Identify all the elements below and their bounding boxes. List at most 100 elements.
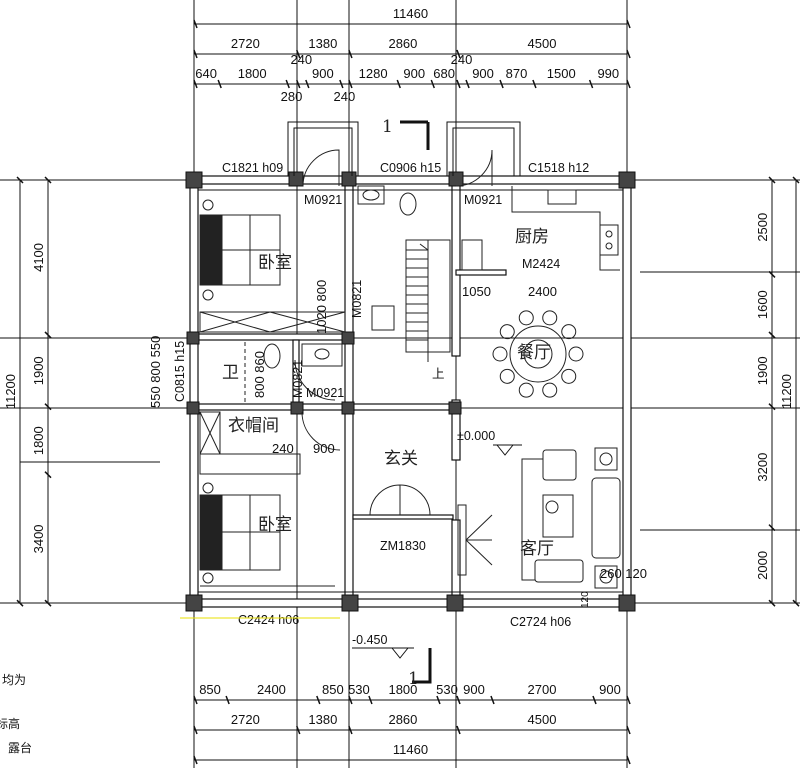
- furniture: [199, 185, 621, 589]
- dimension-tick: [465, 79, 470, 89]
- room-labels: 卧室 卧室 厨房 餐厅 卫 衣帽间 玄关 客厅: [222, 227, 554, 559]
- dimension-value: 4500: [528, 712, 557, 727]
- dining-chair: [561, 324, 577, 340]
- dimension-value: 2860: [388, 36, 417, 51]
- dimension-tick: [193, 725, 198, 735]
- dimension-tick: [193, 755, 198, 765]
- dimension-value: 1800: [31, 426, 46, 455]
- section-mark-top: 1: [382, 117, 393, 137]
- dimension-value: 850: [322, 682, 344, 697]
- dimension-tick: [592, 695, 597, 705]
- room-foyer: 玄关: [384, 449, 418, 469]
- dimension-tick: [768, 599, 776, 607]
- label-260-120: 260 120: [600, 566, 647, 581]
- dimension-value: 2700: [528, 682, 557, 697]
- room-living: 客厅: [520, 539, 554, 559]
- dining-chair: [542, 382, 558, 398]
- dimension-value: 1800: [388, 682, 417, 697]
- dimension-value: 530: [348, 682, 370, 697]
- label-m0821-a: M0821: [350, 280, 364, 318]
- dimension-value: 4100: [31, 243, 46, 272]
- label-c1821: C1821 h09: [222, 161, 283, 175]
- dimension-value: 1800: [238, 66, 267, 81]
- dimension-tick: [193, 19, 198, 29]
- dimension-value: 1380: [308, 712, 337, 727]
- note-line-2: 标高: [0, 716, 20, 731]
- dimension-tick: [368, 695, 373, 705]
- room-bedroom-bottom: 卧室: [258, 515, 292, 535]
- dimension-value: 1280: [359, 66, 388, 81]
- label-m0821-b: M0821: [291, 360, 305, 398]
- dimension-tick: [456, 49, 461, 59]
- room-kitchen: 厨房: [515, 227, 549, 247]
- level-0000: ±0.000: [457, 429, 495, 443]
- stair-up-label: 上: [432, 367, 445, 381]
- dining-chair: [568, 346, 584, 362]
- label-800-860: 800 860: [252, 351, 267, 398]
- dimension-value: 530: [436, 682, 458, 697]
- label-120: 120: [580, 591, 591, 608]
- room-bathroom: 卫: [222, 363, 239, 383]
- dimension-value: 2720: [231, 712, 260, 727]
- dimension-value: 2720: [231, 36, 260, 51]
- dimension-tick: [16, 599, 24, 607]
- annotations: C1821 h09 C0906 h15 C1518 h12 M0921 M092…: [148, 117, 647, 689]
- dimension-value: 240: [290, 52, 312, 67]
- dimension-tick: [768, 403, 776, 411]
- dimension-tick: [348, 725, 353, 735]
- dimension-tick: [44, 599, 52, 607]
- dimension-value: 2860: [388, 712, 417, 727]
- dimension-tick: [499, 79, 504, 89]
- dimension-value: 280: [281, 89, 303, 104]
- dining-chair: [499, 368, 515, 384]
- dimension-tick: [792, 176, 800, 184]
- dining-chair: [492, 346, 508, 362]
- dimension-tick: [456, 725, 461, 735]
- dimension-tick: [490, 695, 495, 705]
- dimension-tick: [339, 79, 344, 89]
- dimension-value: 900: [463, 682, 485, 697]
- dining-chair: [499, 324, 515, 340]
- label-240: 240: [272, 441, 294, 456]
- dimension-tick: [44, 331, 52, 339]
- side-notes: 均为 标高 、露台: [0, 673, 32, 755]
- label-m0921-c: M0921: [306, 386, 344, 400]
- dimension-tick: [348, 79, 353, 89]
- dining-chair: [561, 368, 577, 384]
- dimension-value: 240: [451, 52, 473, 67]
- dimension-tick: [626, 49, 631, 59]
- dimension-tick: [296, 79, 301, 89]
- dimension-tick: [456, 695, 461, 705]
- dimension-value: 11200: [779, 374, 794, 409]
- label-c0906: C0906 h15: [380, 161, 441, 175]
- dimension-tick: [396, 79, 401, 89]
- dimension-value: 900: [403, 66, 425, 81]
- dimension-value: 900: [312, 66, 334, 81]
- door-swings: [294, 149, 493, 576]
- dimension-tick: [532, 79, 537, 89]
- dimension-value: 900: [599, 682, 621, 697]
- label-c1518: C1518 h12: [528, 161, 589, 175]
- dimension-value: 240: [334, 89, 356, 104]
- dimension-tick: [316, 695, 321, 705]
- label-900: 900: [313, 441, 335, 456]
- label-m0921-a: M0921: [304, 193, 342, 207]
- note-line-1: 均为: [2, 673, 26, 687]
- label-550-800-550: 550 800 550: [148, 336, 163, 408]
- label-m2424: M2424: [522, 257, 560, 271]
- dimension-tick: [626, 725, 631, 735]
- structural-columns: [185, 171, 636, 612]
- dimension-tick: [626, 79, 631, 89]
- dimension-tick: [193, 79, 198, 89]
- dimension-tick: [16, 176, 24, 184]
- dimension-tick: [456, 79, 461, 89]
- label-zm1830: ZM1830: [380, 539, 426, 553]
- label-c2424: C2424 h06: [238, 613, 299, 627]
- dimension-value: 870: [506, 66, 528, 81]
- label-2400: 2400: [528, 284, 557, 299]
- top-porches: [287, 120, 521, 176]
- level-entry: -0.450: [352, 633, 387, 647]
- label-1020-800: 1020 800: [314, 280, 329, 334]
